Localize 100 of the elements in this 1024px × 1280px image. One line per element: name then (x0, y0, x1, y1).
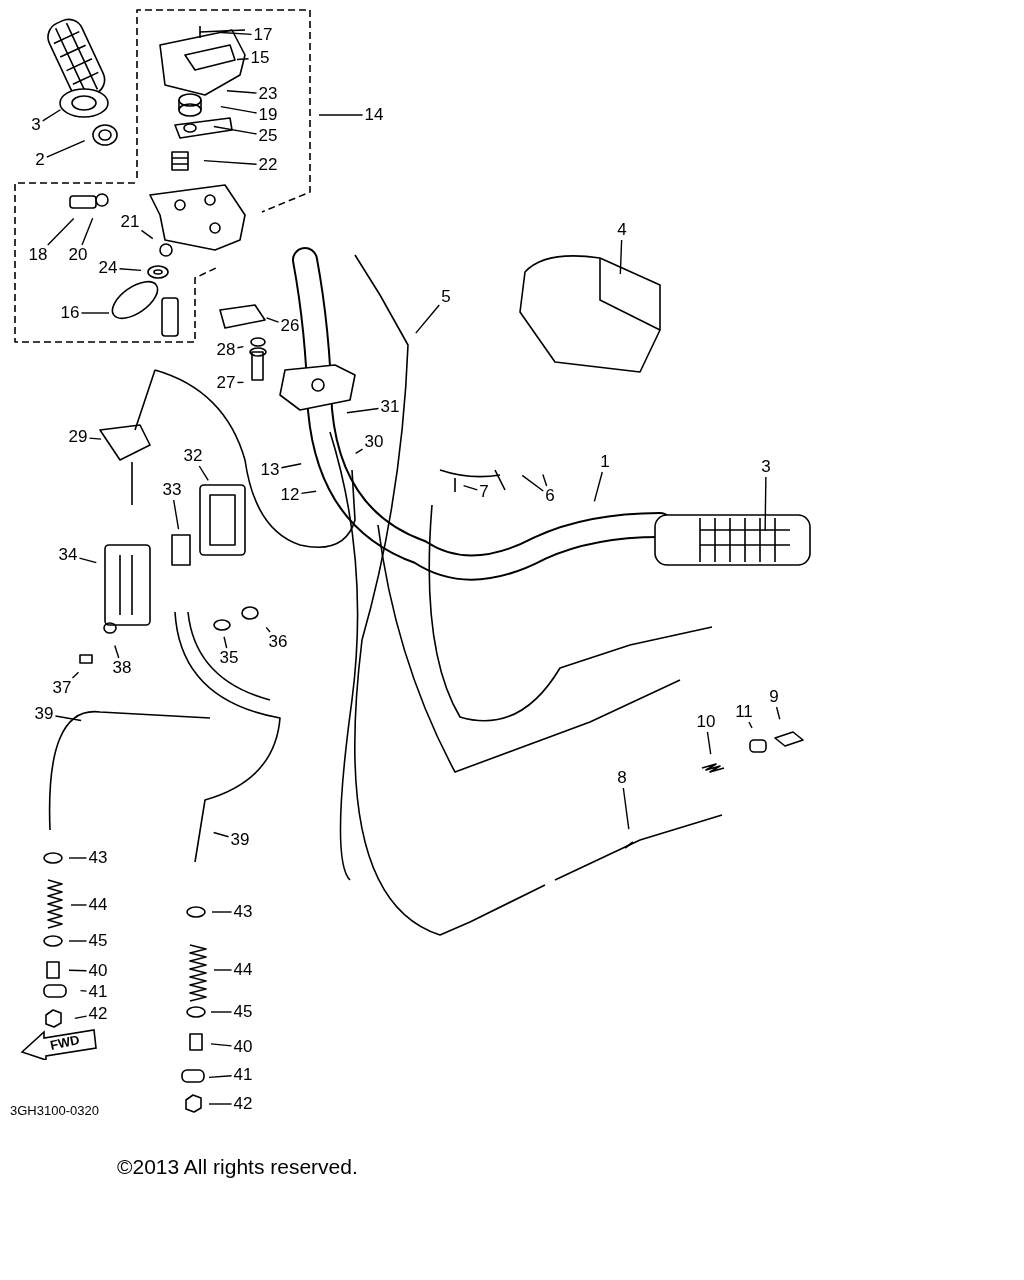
leader-line (140, 229, 154, 240)
leader-line (236, 381, 245, 384)
copyright-notice: ©2013 All rights reserved. (117, 1155, 358, 1179)
leader-line (80, 312, 110, 314)
callout-number: 25 (257, 127, 279, 145)
leader-line (118, 268, 142, 272)
callout-number: 19 (257, 106, 279, 124)
leader-line (226, 90, 258, 94)
leader-line (462, 484, 478, 491)
callout-number: 35 (218, 649, 240, 667)
leader-line (223, 636, 228, 649)
leader-line (236, 345, 245, 349)
leader-line (706, 731, 712, 755)
leader-line (415, 304, 440, 334)
callout-number: 13 (259, 461, 281, 479)
callout-number: 38 (111, 659, 133, 677)
leader-line (265, 317, 280, 323)
callout-number: 1 (599, 453, 611, 471)
callout-number: 29 (67, 428, 89, 446)
callout-number: 12 (279, 486, 301, 504)
callout-number: 41 (87, 983, 109, 1001)
leader-line (79, 989, 88, 992)
leader-line (212, 831, 230, 838)
leader-line (775, 706, 781, 720)
leader-line (71, 671, 80, 679)
callout-number: 31 (379, 398, 401, 416)
leader-line (619, 239, 623, 275)
callout-number: 26 (279, 317, 301, 335)
leader-line (300, 490, 317, 495)
leader-line (70, 904, 88, 906)
callout-number: 37 (51, 679, 73, 697)
callout-number: 36 (267, 633, 289, 651)
leader-line (220, 105, 258, 114)
leader-line (210, 1011, 233, 1013)
leader-line (88, 437, 102, 440)
callout-number: 42 (232, 1095, 254, 1113)
callout-number: 22 (257, 156, 279, 174)
leader-line (354, 448, 364, 454)
callout-number: 32 (182, 447, 204, 465)
callout-number: 2 (34, 151, 46, 169)
callout-number: 21 (119, 213, 141, 231)
leader-line (593, 471, 603, 502)
callout-number: 39 (33, 705, 55, 723)
callout-number: 44 (87, 896, 109, 914)
callout-number: 45 (87, 932, 109, 950)
callout-number: 40 (232, 1038, 254, 1056)
leader-line (208, 1075, 233, 1079)
leader-line (81, 217, 94, 246)
leader-line (236, 58, 250, 61)
leader-line (198, 465, 209, 482)
callout-number: 43 (87, 849, 109, 867)
callout-number: 7 (478, 483, 490, 501)
callout-number: 44 (232, 961, 254, 979)
callout-number: 45 (232, 1003, 254, 1021)
callout-number: 33 (161, 481, 183, 499)
callout-number: 16 (59, 304, 81, 322)
leader-line (318, 114, 364, 116)
callout-number: 40 (87, 962, 109, 980)
leader-line (622, 787, 630, 830)
leader-line (172, 499, 180, 530)
callout-number: 5 (440, 288, 452, 306)
leader-line (208, 1103, 233, 1105)
leader-line (46, 139, 86, 158)
leader-line (521, 474, 544, 492)
callout-number: 14 (363, 106, 385, 124)
callout-number: 6 (544, 487, 556, 505)
leader-line (346, 407, 380, 414)
leader-line (280, 463, 302, 469)
callout-number: 20 (67, 246, 89, 264)
leader-line (213, 125, 258, 135)
leader-line (213, 969, 233, 971)
leader-line (114, 644, 120, 659)
leader-line (68, 857, 88, 859)
leader-line (68, 940, 88, 942)
leader-line (748, 721, 753, 729)
leader-line (764, 476, 767, 532)
leader-line (542, 473, 548, 487)
callout-number: 24 (97, 259, 119, 277)
callout-number: 4 (616, 221, 628, 239)
callout-number: 15 (249, 49, 271, 67)
callout-number: 8 (616, 769, 628, 787)
callout-number: 11 (734, 703, 754, 721)
callout-number: 30 (363, 433, 385, 451)
leader-line (74, 1015, 88, 1020)
callout-number: 41 (232, 1066, 254, 1084)
callout-number: 18 (27, 246, 49, 264)
leader-line (203, 159, 258, 165)
callout-number: 10 (695, 713, 717, 731)
leader-line (68, 969, 88, 972)
callout-number: 43 (232, 903, 254, 921)
callout-number: 39 (229, 831, 251, 849)
callout-number: 34 (57, 546, 79, 564)
callout-number: 9 (768, 688, 780, 706)
callout-number: 3 (30, 116, 42, 134)
leader-line (265, 626, 271, 633)
leader-line (210, 1043, 233, 1047)
leader-line (47, 217, 75, 246)
callout-number: 42 (87, 1005, 109, 1023)
leader-line (211, 911, 233, 913)
leader-line (42, 109, 62, 122)
